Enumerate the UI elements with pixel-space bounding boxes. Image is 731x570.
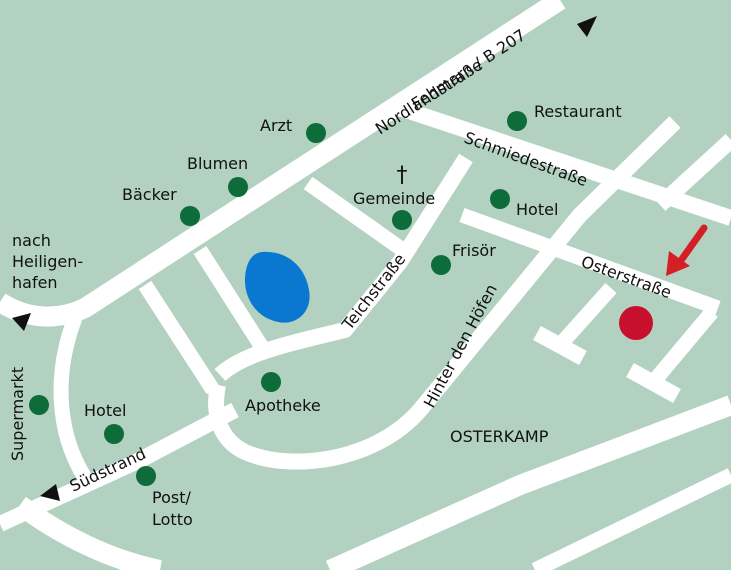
poi-baecker-dot xyxy=(180,206,200,226)
poi-blumen-dot xyxy=(228,177,248,197)
destination-pointer-icon xyxy=(666,224,708,276)
label-blumen: Blumen xyxy=(187,154,248,173)
label-apotheke: Apotheke xyxy=(245,396,321,415)
road-cul-de-sac-east-end xyxy=(626,362,681,404)
label-heiligen: Heiligen- xyxy=(12,252,83,271)
poi-restaurant-dot xyxy=(507,111,527,131)
label-restaurant: Restaurant xyxy=(534,102,622,121)
road-side-middle xyxy=(193,245,272,357)
road-osterstrasse xyxy=(459,207,721,316)
road-cul-de-sac-west-end xyxy=(533,325,587,366)
label-nach: nach xyxy=(12,231,51,250)
poi-labels: Arzt Blumen Bäcker Restaurant † Gemeinde… xyxy=(84,102,622,529)
label-hotel-west: Hotel xyxy=(84,401,126,420)
church-icon: † xyxy=(397,163,408,188)
road-teichstrasse xyxy=(214,153,473,382)
road-west-curve xyxy=(53,315,92,482)
poi-hotel-east-dot xyxy=(490,189,510,209)
poi-apotheke-dot xyxy=(261,372,281,392)
road-cul-de-sac-east xyxy=(649,307,718,385)
poi-markers xyxy=(29,111,527,486)
arrow-fehmarn-icon xyxy=(577,16,597,37)
poi-post-lotto-dot xyxy=(136,466,156,486)
poi-gemeinde-dot xyxy=(392,210,412,230)
label-hotel-east: Hotel xyxy=(516,200,558,219)
label-lotto: Lotto xyxy=(152,510,193,529)
pond xyxy=(244,251,310,323)
label-osterkamp: OSTERKAMP xyxy=(450,427,549,446)
label-frisoer: Frisör xyxy=(452,241,496,260)
label-gemeinde: Gemeinde xyxy=(353,189,435,208)
poi-hotel-west-dot xyxy=(104,424,124,444)
road-east-diagonal xyxy=(654,134,731,211)
poi-frisoer-dot xyxy=(431,255,451,275)
arrow-suedstrand-icon xyxy=(40,484,60,501)
road-nordlandstrasse xyxy=(0,0,566,327)
road-south-right xyxy=(325,395,731,570)
road-suedstrand xyxy=(0,402,239,532)
road-north-cross xyxy=(303,176,415,262)
label-supermarkt: Supermarkt xyxy=(8,367,27,461)
place-labels: nach Heiligen- hafen Supermarkt OSTERKAM… xyxy=(8,231,549,461)
road-side-west xyxy=(138,280,220,395)
poi-supermarkt-dot xyxy=(29,395,49,415)
poi-arzt-dot xyxy=(306,123,326,143)
label-hafen: hafen xyxy=(12,273,58,292)
road-cul-de-sac-west xyxy=(554,282,617,351)
destination-marker xyxy=(619,306,653,340)
arrow-heiligenhafen-icon xyxy=(12,313,31,331)
road-south-main xyxy=(14,496,163,570)
label-arzt: Arzt xyxy=(260,116,292,135)
road-south-lower xyxy=(531,468,731,570)
label-post: Post/ xyxy=(152,488,191,507)
label-baecker: Bäcker xyxy=(122,185,177,204)
